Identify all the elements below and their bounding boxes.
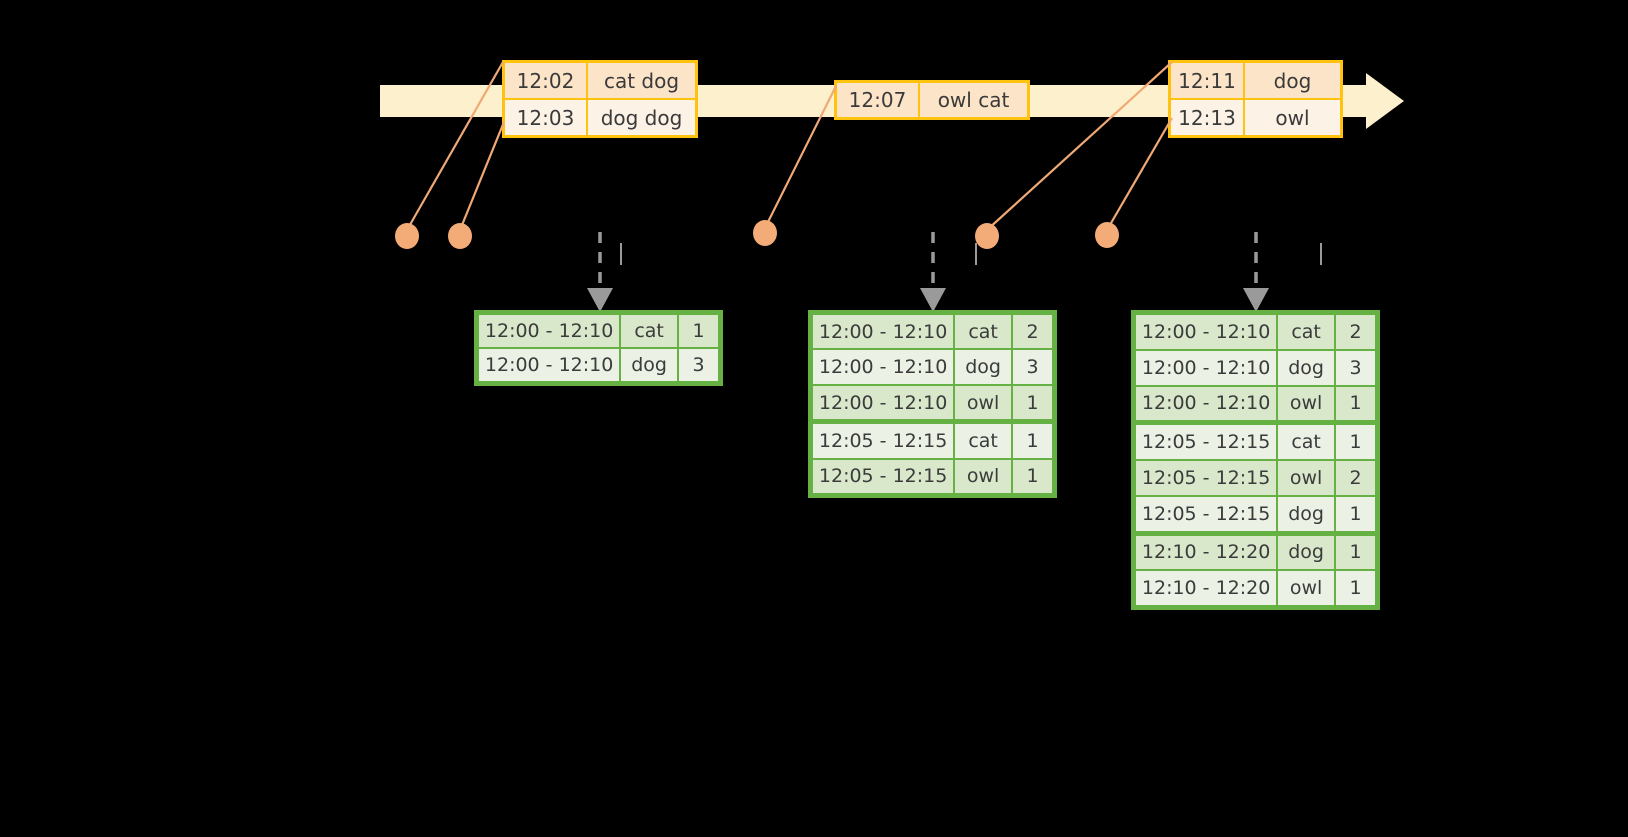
cell-word: cat: [954, 314, 1012, 350]
table-row: 12:05 - 12:15 dog 1: [1135, 495, 1376, 532]
table-row: 12:05 - 12:15 cat 1: [812, 420, 1053, 459]
cell-window: 12:05 - 12:15: [1135, 495, 1278, 532]
table-row: 12:10 - 12:20 owl 1: [1135, 570, 1376, 606]
cell-word: dog: [1277, 495, 1335, 532]
cell-word: cat: [954, 423, 1012, 459]
event-words: dog: [1245, 63, 1340, 98]
cell-window: 12:00 - 12:10: [1135, 349, 1278, 386]
event-words: owl: [1245, 100, 1340, 135]
cell-word: dog: [1277, 534, 1335, 571]
table-row: 12:05 - 12:15 cat 1: [1135, 421, 1376, 460]
cell-count: 1: [1334, 534, 1376, 571]
cell-count: 1: [1011, 384, 1053, 421]
table-row: 12:00 - 12:10 cat 1: [478, 314, 719, 348]
event-box-3[interactable]: 12:11 dog 12:13 owl: [1168, 60, 1343, 138]
cell-count: 3: [1011, 349, 1053, 385]
cell-window: 12:00 - 12:10: [812, 384, 955, 421]
event-time: 12:02: [505, 63, 588, 98]
event-words: cat dog: [588, 63, 695, 98]
cell-word: dog: [620, 348, 678, 382]
event-time: 12:07: [837, 83, 920, 117]
event-row: 12:11 dog: [1171, 63, 1340, 98]
cell-count: 1: [1334, 495, 1376, 532]
cell-window: 12:05 - 12:15: [812, 458, 955, 495]
table-row: 12:00 - 12:10 dog 3: [812, 349, 1053, 385]
down-arrow-to-table-1: [587, 232, 613, 312]
down-arrow-to-table-3: [1243, 232, 1269, 312]
table-row: 12:05 - 12:15 owl 2: [1135, 460, 1376, 496]
cell-window: 12:00 - 12:10: [812, 314, 955, 350]
table-row: 12:00 - 12:10 owl 1: [1135, 385, 1376, 422]
connector-dot: [1095, 222, 1119, 248]
timeline-tick: [620, 243, 622, 265]
result-table-3[interactable]: 12:00 - 12:10 cat 2 12:00 - 12:10 dog 3 …: [1131, 310, 1380, 610]
connector-dot: [448, 223, 472, 249]
cell-word: cat: [1277, 314, 1335, 350]
cell-window: 12:05 - 12:15: [1135, 424, 1278, 460]
connector-dot: [753, 220, 777, 246]
cell-window: 12:00 - 12:10: [1135, 314, 1278, 350]
event-words: owl cat: [920, 83, 1027, 117]
cell-window: 12:00 - 12:10: [812, 349, 955, 385]
cell-count: 3: [1334, 349, 1376, 386]
cell-count: 2: [1011, 314, 1053, 350]
table-row: 12:00 - 12:10 cat 2: [812, 314, 1053, 350]
event-row: 12:07 owl cat: [837, 83, 1027, 117]
cell-word: owl: [954, 458, 1012, 495]
connector-dot: [395, 223, 419, 249]
cell-word: cat: [1277, 424, 1335, 460]
table-row: 12:00 - 12:10 owl 1: [812, 384, 1053, 421]
down-arrow-to-table-2: [920, 232, 946, 312]
cell-window: 12:10 - 12:20: [1135, 570, 1278, 606]
table-row: 12:00 - 12:10 dog 3: [1135, 349, 1376, 386]
timeline-arrowhead: [1366, 73, 1404, 129]
timeline-tick: [1320, 243, 1322, 265]
result-table-1[interactable]: 12:00 - 12:10 cat 1 12:00 - 12:10 dog 3: [474, 310, 723, 386]
table-row: 12:10 - 12:20 dog 1: [1135, 531, 1376, 571]
cell-count: 1: [1334, 385, 1376, 422]
event-box-2[interactable]: 12:07 owl cat: [834, 80, 1030, 120]
cell-word: owl: [1277, 385, 1335, 422]
cell-word: cat: [620, 314, 678, 348]
table-row: 12:05 - 12:15 owl 1: [812, 458, 1053, 495]
event-time: 12:13: [1171, 100, 1245, 135]
connector-dot: [975, 223, 999, 249]
cell-window: 12:00 - 12:10: [478, 314, 621, 348]
cell-count: 2: [1334, 460, 1376, 496]
cell-count: 1: [1011, 458, 1053, 495]
cell-window: 12:05 - 12:15: [1135, 460, 1278, 496]
connector-line: [1106, 117, 1173, 231]
cell-window: 12:10 - 12:20: [1135, 534, 1278, 571]
event-time: 12:03: [505, 100, 588, 135]
event-row: 12:13 owl: [1171, 98, 1340, 135]
event-time: 12:11: [1171, 63, 1245, 98]
cell-window: 12:00 - 12:10: [478, 348, 621, 382]
connector-line: [458, 121, 506, 231]
cell-word: dog: [954, 349, 1012, 385]
cell-count: 3: [677, 348, 719, 382]
event-row: 12:02 cat dog: [505, 63, 695, 98]
table-row: 12:00 - 12:10 dog 3: [478, 348, 719, 382]
cell-count: 1: [1011, 423, 1053, 459]
cell-window: 12:05 - 12:15: [812, 423, 955, 459]
event-row: 12:03 dog dog: [505, 98, 695, 135]
cell-count: 1: [1334, 570, 1376, 606]
cell-word: owl: [1277, 570, 1335, 606]
cell-count: 2: [1334, 314, 1376, 350]
event-box-1[interactable]: 12:02 cat dog 12:03 dog dog: [502, 60, 698, 138]
cell-count: 1: [1334, 424, 1376, 460]
timeline-tick: [975, 243, 977, 265]
cell-word: owl: [1277, 460, 1335, 496]
cell-count: 1: [677, 314, 719, 348]
cell-window: 12:00 - 12:10: [1135, 385, 1278, 422]
cell-word: dog: [1277, 349, 1335, 386]
table-row: 12:00 - 12:10 cat 2: [1135, 314, 1376, 350]
result-table-2[interactable]: 12:00 - 12:10 cat 2 12:00 - 12:10 dog 3 …: [808, 310, 1057, 498]
cell-word: owl: [954, 384, 1012, 421]
event-words: dog dog: [588, 100, 695, 135]
